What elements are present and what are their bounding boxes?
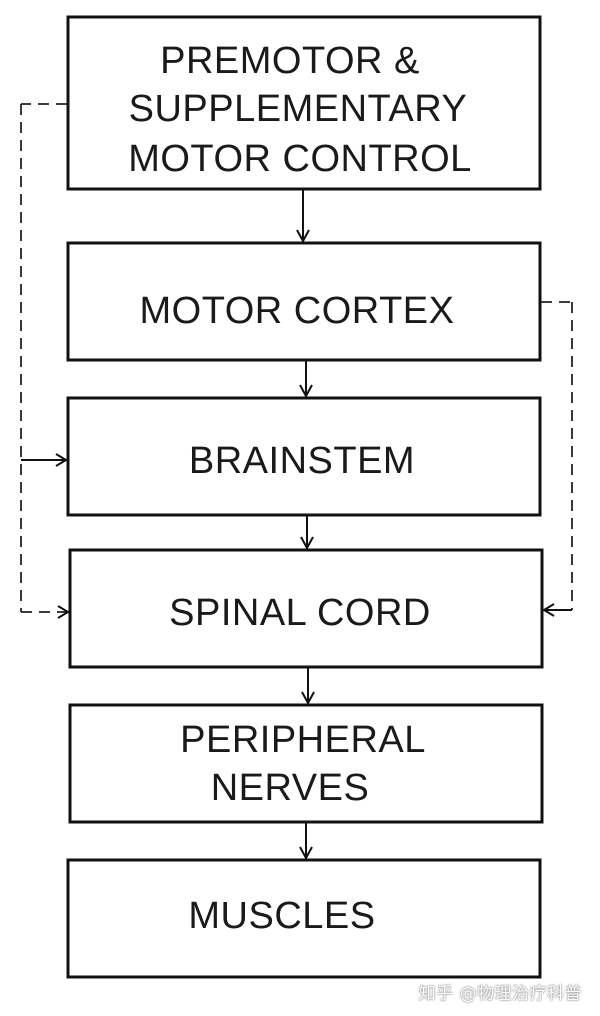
box-motor-cortex-frame xyxy=(66,241,542,362)
arrow-motor-cortex-to-brainstem xyxy=(299,361,313,399)
arrow-peripheral-nerves-to-muscles xyxy=(299,823,313,861)
box-peripheral-nerves: PERIPHERAL NERVES xyxy=(68,703,544,824)
dashed-arrow-premotor-to-brainstem xyxy=(21,453,68,467)
box-peripheral-nerves-line-1: PERIPHERAL xyxy=(180,719,426,761)
box-spinal-cord-line-1: SPINAL CORD xyxy=(169,592,431,634)
dashed-arrow-motor-cortex-to-spinal-cord xyxy=(542,603,572,617)
dashed-arrow-premotor-to-spinal-cord xyxy=(21,605,70,619)
arrow-brainstem-to-spinal-cord xyxy=(300,516,314,551)
box-spinal-cord: SPINAL CORD xyxy=(68,548,544,669)
arrow-premotor-to-motor-cortex xyxy=(296,190,310,244)
dashed-path-premotor-left xyxy=(20,103,67,612)
box-brainstem-line-1: BRAINSTEM xyxy=(189,440,415,482)
dashed-path-motor-cortex-right xyxy=(541,301,573,610)
box-peripheral-nerves-line-2: NERVES xyxy=(211,767,370,809)
box-spinal-cord-frame xyxy=(68,548,544,669)
box-premotor-line-1: PREMOTOR & xyxy=(160,40,420,82)
box-peripheral-nerves-frame xyxy=(68,703,544,824)
box-muscles-line-1: MUSCLES xyxy=(188,895,375,937)
box-premotor-frame xyxy=(66,15,542,191)
arrow-spinal-cord-to-peripheral-nerves xyxy=(301,668,315,706)
box-premotor: PREMOTOR & SUPPLEMENTARY MOTOR CONTROL xyxy=(66,15,542,191)
watermark: 知乎 @物理治疗科普 xyxy=(418,984,582,1004)
box-brainstem: BRAINSTEM xyxy=(66,396,542,517)
box-muscles: MUSCLES xyxy=(66,858,542,979)
box-motor-cortex-line-1: MOTOR CORTEX xyxy=(140,290,455,332)
box-muscles-frame xyxy=(66,858,542,979)
box-premotor-line-2: SUPPLEMENTARY xyxy=(129,88,468,130)
box-premotor-line-3: MOTOR CONTROL xyxy=(128,138,472,180)
box-brainstem-frame xyxy=(66,396,542,517)
box-motor-cortex: MOTOR CORTEX xyxy=(66,241,542,362)
